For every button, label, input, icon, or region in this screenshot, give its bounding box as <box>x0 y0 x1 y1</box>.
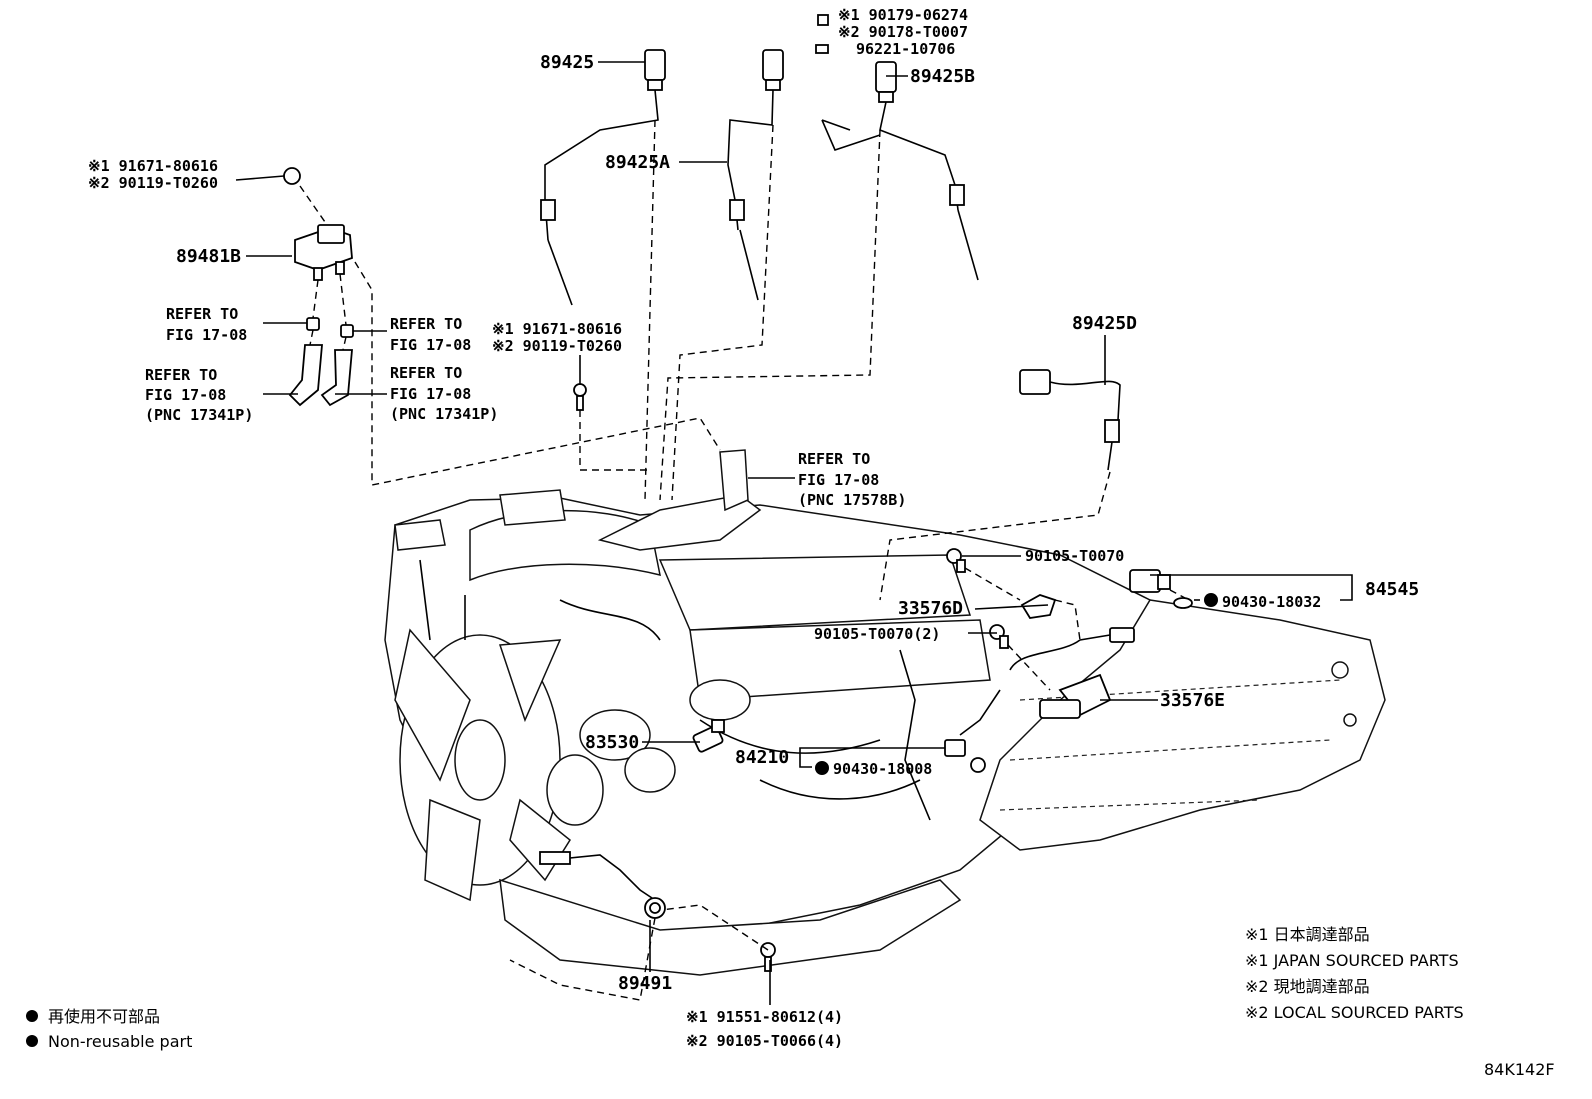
refer-b-line2[interactable]: FIG 17-08 <box>390 336 471 354</box>
label-89425A[interactable]: 89425A <box>605 152 670 173</box>
label-89425B[interactable]: 89425B <box>910 66 975 87</box>
refer-c-line3[interactable]: (PNC 17341P) <box>145 406 253 424</box>
refer-e-line3[interactable]: (PNC 17578B) <box>798 491 906 509</box>
label-mid-bolt-2[interactable]: ※2 90119-T0260 <box>492 337 622 355</box>
label-84545[interactable]: 84545 <box>1365 579 1419 600</box>
bolts-drawing <box>573 383 1009 972</box>
label-33576D[interactable]: 33576D <box>898 598 963 619</box>
label-89425D[interactable]: 89425D <box>1072 313 1137 334</box>
refer-c-line2[interactable]: FIG 17-08 <box>145 386 226 404</box>
transmission-drawing <box>979 599 1386 851</box>
label-top-bolt-1[interactable]: ※1 90179-06274 <box>838 6 968 24</box>
legend-non-reusable-en: Non-reusable part <box>48 1032 192 1051</box>
sensor-89491-drawing <box>539 851 666 919</box>
label-89425[interactable]: 89425 <box>540 52 594 73</box>
refer-a-line1[interactable]: REFER TO <box>166 305 238 323</box>
label-mid-bolt-1[interactable]: ※1 91671-80616 <box>492 320 622 338</box>
note-japan-jp: ※1 日本調達部品 <box>1245 925 1370 944</box>
engine-assembly-drawing <box>384 449 1386 976</box>
refer-c-line1[interactable]: REFER TO <box>145 366 217 384</box>
label-89481B[interactable]: 89481B <box>176 246 241 267</box>
cooling-fan-drawing <box>394 628 571 902</box>
label-top-bolt-2[interactable]: ※2 90178-T0007 <box>838 23 968 41</box>
non-reusable-marker <box>1204 593 1218 607</box>
non-reusable-marker <box>815 761 829 775</box>
leader-lines <box>235 61 1353 1005</box>
refer-d-line3[interactable]: (PNC 17341P) <box>390 405 498 423</box>
refer-e-line2[interactable]: FIG 17-08 <box>798 471 879 489</box>
sourcing-notes: ※1 日本調達部品 ※1 JAPAN SOURCED PARTS ※2 現地調達… <box>1245 925 1464 1022</box>
legend-bullet <box>26 1035 38 1047</box>
label-bottom-bolt-1[interactable]: ※1 91551-80612(4) <box>686 1008 843 1026</box>
label-33576E[interactable]: 33576E <box>1160 690 1225 711</box>
legend: 再使用不可部品 Non-reusable part <box>26 1007 192 1051</box>
legend-non-reusable-jp: 再使用不可部品 <box>48 1007 160 1026</box>
label-84210[interactable]: 84210 <box>735 747 789 768</box>
sensor-89481B-drawing <box>283 167 354 407</box>
label-top-clip[interactable]: 96221-10706 <box>856 40 955 58</box>
speed-sensor-33576-drawing <box>944 594 1135 773</box>
label-83530[interactable]: 83530 <box>585 732 639 753</box>
note-local-en: ※2 LOCAL SOURCED PARTS <box>1245 1003 1464 1022</box>
label-89491[interactable]: 89491 <box>618 973 672 994</box>
sensor-83530-drawing <box>692 719 725 753</box>
sensor-89425-drawing <box>540 49 666 306</box>
refer-e-line1[interactable]: REFER TO <box>798 450 870 468</box>
label-90105-t0070[interactable]: 90105-T0070 <box>1025 547 1124 565</box>
label-bottom-bolt-2[interactable]: ※2 90105-T0066(4) <box>686 1032 843 1050</box>
note-japan-en: ※1 JAPAN SOURCED PARTS <box>1245 951 1459 970</box>
legend-bullet <box>26 1010 38 1022</box>
figure-id: 84K142F <box>1484 1060 1555 1079</box>
sensor-89425D-drawing <box>1019 369 1121 471</box>
note-local-jp: ※2 現地調達部品 <box>1245 977 1370 996</box>
sensor-89425A-drawing <box>727 49 784 301</box>
label-90105-t0070-2[interactable]: 90105-T0070(2) <box>814 625 940 643</box>
refer-b-line1[interactable]: REFER TO <box>390 315 462 333</box>
label-left-bolt-1[interactable]: ※1 91671-80616 <box>88 157 218 175</box>
refer-a-line2[interactable]: FIG 17-08 <box>166 326 247 344</box>
label-left-bolt-2[interactable]: ※2 90119-T0260 <box>88 174 218 192</box>
refer-d-line2[interactable]: FIG 17-08 <box>390 385 471 403</box>
sensor-89425B-drawing <box>815 14 979 281</box>
refer-d-line1[interactable]: REFER TO <box>390 364 462 382</box>
label-90430-18008[interactable]: 90430-18008 <box>833 760 932 778</box>
placement-lines <box>299 119 1186 1001</box>
label-90430-18032[interactable]: 90430-18032 <box>1222 593 1321 611</box>
